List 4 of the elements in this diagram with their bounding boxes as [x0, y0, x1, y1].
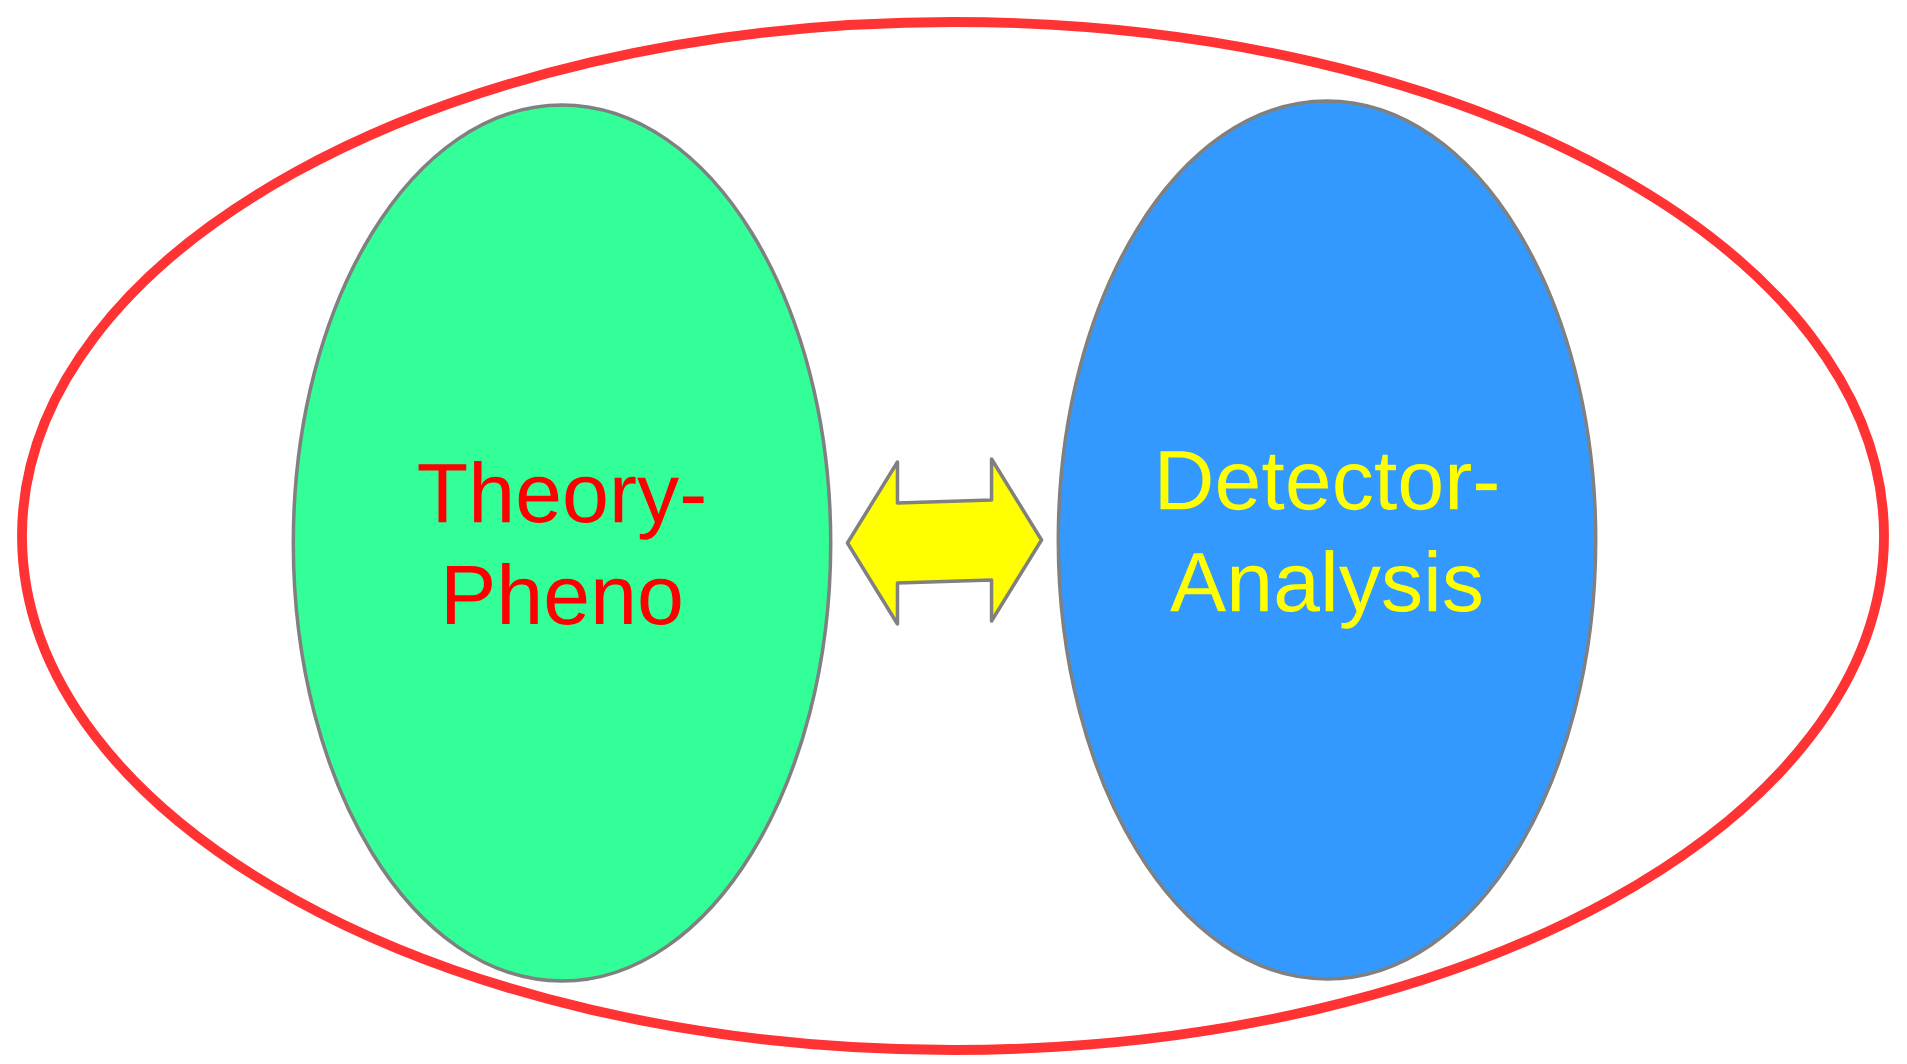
ellipse-bubble: Theory- Pheno [291, 103, 833, 983]
ellipse-bubble: Detector- Analysis [1056, 99, 1598, 981]
ellipse-outline [17, 17, 1889, 1055]
double-arrow [845, 457, 1044, 626]
